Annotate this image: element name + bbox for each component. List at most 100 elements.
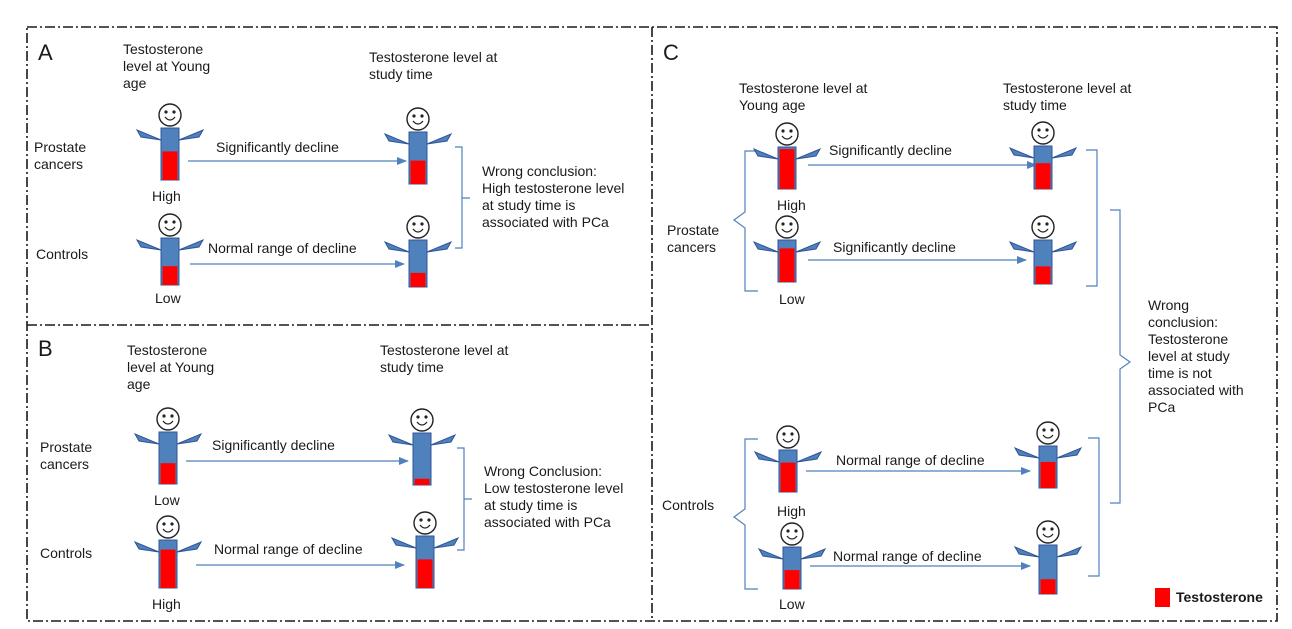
right-arm xyxy=(178,238,205,251)
right-arm xyxy=(1051,240,1078,253)
right-eye xyxy=(170,414,174,418)
right-eye xyxy=(789,222,793,226)
panel-B-row2-arrow-label: Normal range of decline xyxy=(214,541,363,557)
legend-label: Testosterone xyxy=(1176,589,1263,605)
head xyxy=(1036,421,1060,445)
left-arm xyxy=(1008,240,1035,253)
panel-B-row1-arrow-label: Significantly decline xyxy=(212,437,335,453)
panel-C-row1-arrow-label: Significantly decline xyxy=(829,142,952,158)
panel-B-letter: B xyxy=(38,336,53,361)
panel-C-row4-study-figure xyxy=(1013,520,1083,595)
left-eye xyxy=(162,414,166,418)
panel-C-row4-young-figure xyxy=(757,522,827,590)
panel-C-row3-young-label: High xyxy=(777,503,806,519)
panel-A-row1-young-figure xyxy=(135,103,205,181)
smile xyxy=(1037,228,1049,233)
panel-C-letter: C xyxy=(663,40,679,65)
panel-C-row3-arrow-label: Normal range of decline xyxy=(836,452,985,468)
right-eye xyxy=(424,415,428,419)
panel-B-row2-young-label: High xyxy=(152,596,181,612)
panel-borders xyxy=(26,26,1278,622)
testosterone-level xyxy=(160,549,176,588)
panel-B-row2-young-figure xyxy=(133,515,203,589)
right-eye xyxy=(794,529,798,533)
head xyxy=(158,213,182,237)
head xyxy=(776,425,800,449)
testosterone-level xyxy=(162,266,178,285)
head xyxy=(406,215,430,239)
testosterone-level xyxy=(779,248,795,282)
left-eye xyxy=(416,415,420,419)
right-eye xyxy=(427,518,431,522)
panel-C-row4-young-label: Low xyxy=(779,596,806,612)
panel-B-row1-study-figure xyxy=(387,408,457,486)
right-eye xyxy=(172,220,176,224)
head xyxy=(1036,520,1060,544)
left-arm xyxy=(753,450,780,463)
right-arm xyxy=(178,128,205,141)
right-arm xyxy=(1051,146,1078,159)
panel-A-row1-study-figure xyxy=(383,107,453,185)
left-eye xyxy=(164,220,168,224)
testosterone-level xyxy=(162,151,178,180)
panel-B-row2-study-figure xyxy=(390,511,460,589)
right-arm xyxy=(796,450,823,463)
smile xyxy=(419,524,431,529)
panel-B-bracket xyxy=(457,447,472,551)
right-arm xyxy=(795,240,822,253)
right-arm xyxy=(1056,446,1083,459)
head xyxy=(775,215,799,239)
head xyxy=(156,407,180,431)
testosterone-level xyxy=(1040,461,1056,488)
panel-A-conclusion: Wrong conclusion:High testosterone level… xyxy=(482,163,624,230)
right-eye xyxy=(420,114,424,118)
right-arm xyxy=(426,240,453,253)
smile xyxy=(1037,134,1049,139)
smile xyxy=(412,228,424,233)
left-arm xyxy=(133,432,160,445)
left-arm xyxy=(1013,446,1040,459)
panel-A-row2-young-figure xyxy=(135,213,205,286)
left-eye xyxy=(419,518,423,522)
testosterone-level xyxy=(779,149,795,189)
smile xyxy=(781,135,793,140)
panel-C-controls-bracket xyxy=(1088,437,1100,577)
smile xyxy=(781,228,793,233)
left-eye xyxy=(781,129,785,133)
smile xyxy=(162,420,174,425)
stick-figures xyxy=(133,103,1083,595)
testosterone-level xyxy=(780,462,796,492)
panel-A-row2-young-label: Low xyxy=(155,290,182,306)
left-arm xyxy=(135,238,162,251)
left-arm xyxy=(1013,545,1040,558)
panel-A-row1-young-label: High xyxy=(152,188,181,204)
left-eye xyxy=(786,529,790,533)
smile xyxy=(416,421,428,426)
right-eye xyxy=(1050,527,1054,531)
head xyxy=(156,515,180,539)
panel-C-prostate-bracket xyxy=(1086,149,1098,287)
left-eye xyxy=(162,522,166,526)
head xyxy=(775,122,799,146)
panel-C-big-bracket xyxy=(1110,209,1132,504)
left-arm xyxy=(752,147,779,160)
panel-B-group-controls: Controls xyxy=(40,545,92,561)
panel-C-row2-arrow-label: Significantly decline xyxy=(833,239,956,255)
left-eye xyxy=(412,222,416,226)
panel-C-row2-young-figure xyxy=(752,215,822,283)
right-eye xyxy=(170,522,174,526)
testosterone-level xyxy=(1040,579,1056,594)
left-arm xyxy=(133,540,160,553)
head xyxy=(1031,121,1055,145)
right-arm xyxy=(176,432,203,445)
panel-A-row2-study-figure xyxy=(383,215,453,288)
panel-B-row1-young-label: Low xyxy=(154,492,181,508)
